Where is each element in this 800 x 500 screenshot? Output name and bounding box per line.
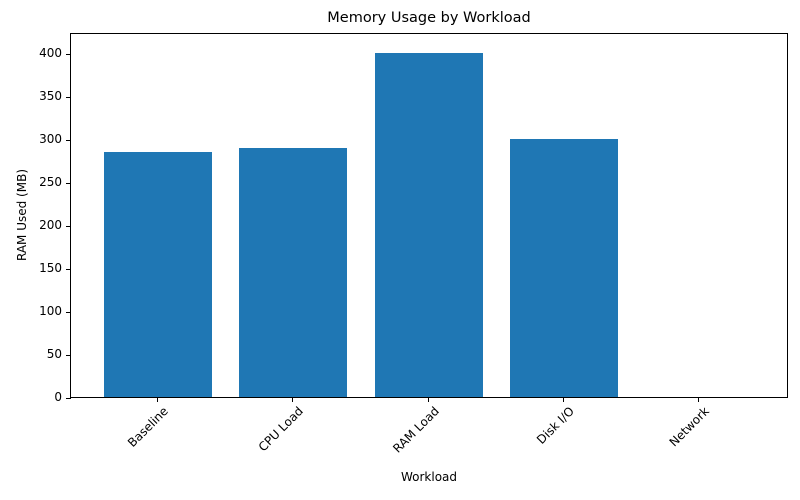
y-tick-label: 400 [39, 46, 62, 60]
x-tick [563, 397, 564, 402]
x-tick-label: CPU Load [255, 404, 306, 455]
y-tick [66, 269, 71, 270]
chart-title: Memory Usage by Workload [327, 10, 531, 26]
y-tick [66, 355, 71, 356]
bar-ram-load [375, 53, 483, 397]
x-tick-label: RAM Load [390, 404, 442, 456]
x-tick-label: Network [666, 404, 712, 450]
x-tick [292, 397, 293, 402]
y-tick-label: 350 [39, 89, 62, 103]
y-tick [66, 183, 71, 184]
y-tick [66, 54, 71, 55]
y-tick-label: 300 [39, 132, 62, 146]
y-tick-label: 50 [46, 347, 62, 361]
y-tick [66, 312, 71, 313]
y-tick-label: 150 [39, 261, 62, 275]
bar-disk-i-o [510, 139, 618, 397]
x-tick [698, 397, 699, 402]
x-tick [428, 397, 429, 402]
bar-baseline [104, 151, 212, 397]
y-tick-label: 100 [39, 304, 62, 318]
y-tick-label: 200 [39, 218, 62, 232]
y-tick-label: 0 [54, 390, 62, 404]
y-tick [66, 226, 71, 227]
x-axis-label: Workload [400, 470, 458, 484]
y-tick [66, 140, 71, 141]
x-tick-label: Disk I/O [534, 404, 577, 447]
y-tick [66, 398, 71, 399]
plot-area [66, 33, 788, 402]
x-tick [157, 397, 158, 402]
y-tick [66, 97, 71, 98]
x-tick-label: Baseline [125, 404, 171, 450]
bar-cpu-load [239, 147, 347, 397]
y-tick-label: 250 [39, 175, 62, 189]
